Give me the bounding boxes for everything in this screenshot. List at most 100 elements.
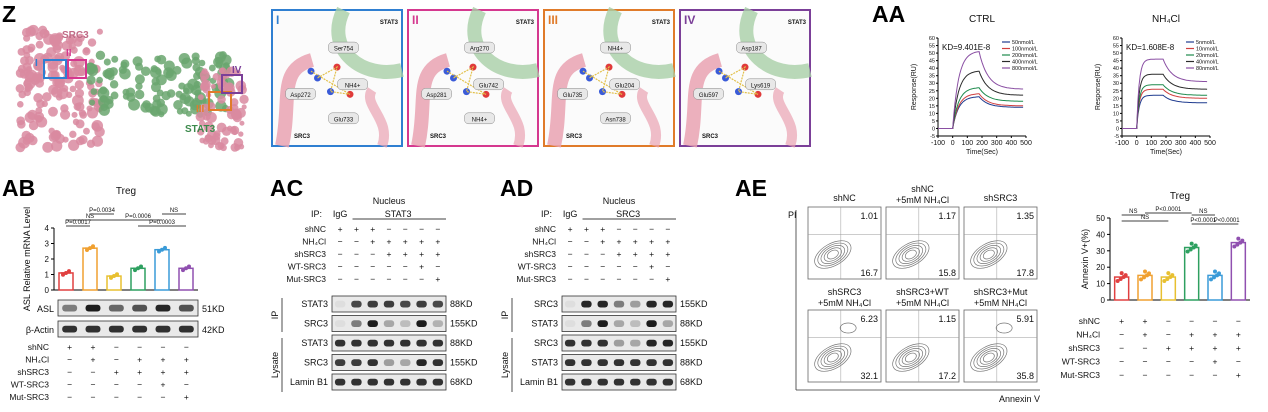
ac-row-2-band: [334, 339, 346, 347]
inset-chain-bottom: SRC3: [702, 134, 719, 140]
condition-sign: +: [137, 355, 142, 365]
inset-numeral: IV: [684, 13, 695, 27]
ad-blot-label: STAT3: [531, 358, 558, 368]
condition-sign: −: [161, 392, 166, 402]
condition-label: Mut-SRC3: [516, 274, 556, 284]
ae-data-point: [1193, 243, 1198, 248]
y-tick-label: 55: [1113, 44, 1119, 50]
ac-header: Nucleus: [373, 196, 406, 206]
ab-data-point: [61, 272, 65, 277]
condition-sign: −: [584, 249, 589, 259]
y-tick-label: -5: [930, 134, 935, 140]
condition-sign: −: [1236, 357, 1241, 367]
condition-sign: +: [600, 237, 605, 247]
condition-sign: +: [114, 367, 119, 377]
spr-title: NH₄Cl: [1152, 14, 1180, 25]
condition-sign: +: [435, 274, 440, 284]
contour-line: [817, 345, 849, 370]
panel-label-ad: AD: [500, 175, 533, 201]
stat3-helix: [111, 55, 119, 63]
ad-row-0-band: [646, 300, 657, 308]
src3-ribbon: [365, 87, 389, 148]
ab-blot-kd: 51KD: [202, 304, 225, 314]
ad-row-4-band: [613, 378, 625, 386]
ab-y-tick-label: 4: [45, 224, 50, 233]
ad-row-0-band: [662, 300, 674, 308]
y-tick-label: 60: [1113, 36, 1119, 42]
ae-pvalue: P<0.0001: [1190, 218, 1217, 224]
ab-data-point: [64, 270, 68, 275]
ae-bar: [1183, 246, 1200, 301]
flow-plot-frame: [963, 309, 1038, 383]
condition-sign: −: [354, 262, 359, 272]
ac-row-2-band: [432, 339, 444, 347]
y-tick-label: 40: [929, 66, 935, 72]
ad-lysate-group: Lysate: [500, 352, 510, 378]
x-tick-label: -100: [1115, 140, 1129, 147]
condition-sign: +: [568, 224, 573, 234]
condition-sign: +: [1189, 330, 1194, 340]
condition-sign: −: [1143, 370, 1148, 380]
y-tick-label: 0: [1116, 126, 1119, 132]
residue-tag: [609, 78, 640, 91]
ab-data-point: [67, 269, 71, 274]
src3-coil: [25, 26, 36, 37]
condition-sign: −: [568, 262, 573, 272]
ac-row-4-band: [416, 378, 427, 386]
ad-ip-target: SRC3: [616, 209, 640, 219]
condition-label: Mut-SRC3: [1060, 370, 1100, 380]
ac-row-4-band: [367, 378, 378, 386]
ad-row-1-membrane: [561, 315, 677, 332]
condition-sign: −: [354, 237, 359, 247]
stat3-helix: [158, 111, 165, 118]
ad-ip-group: IP: [500, 311, 510, 320]
ad-row-4-band: [646, 378, 657, 386]
ab-asl-membrane: [57, 299, 199, 317]
condition-label: shNC: [28, 342, 49, 352]
src3-coil: [53, 130, 61, 138]
y-tick-label: 15: [1113, 104, 1119, 110]
stat3-helix: [173, 100, 183, 110]
ab-data-point: [139, 264, 143, 269]
contour-line: [901, 350, 920, 365]
contour-line: [823, 350, 842, 365]
ad-row-1-band: [662, 320, 674, 328]
contour-line: [970, 240, 1008, 269]
stat3-helix: [135, 82, 143, 90]
condition-sign: +: [1213, 330, 1218, 340]
spr-series-line: [938, 96, 1024, 129]
condition-sign: −: [184, 380, 189, 390]
ab-blot-label: ASL: [37, 304, 54, 314]
ac-row-2-band: [367, 339, 378, 347]
stat3-ribbon: [331, 6, 404, 79]
ab-data-point: [109, 275, 113, 280]
contour-line: [973, 242, 1005, 267]
atom-sphere: [463, 88, 470, 96]
residue-tag: [600, 41, 631, 54]
ab-data-point: [181, 268, 185, 273]
ab-pvalue: P=0.0003: [149, 220, 176, 226]
ac-blot-kd: 88KD: [450, 299, 473, 309]
spr-ylabel: Response(RU): [911, 64, 918, 110]
inset-numeral: I: [276, 13, 279, 27]
condition-sign: −: [114, 355, 119, 365]
stat3-helix: [86, 64, 99, 77]
condition-sign: +: [1143, 330, 1148, 340]
condition-sign: −: [338, 237, 343, 247]
flow-plot-title: shSRC3: [984, 193, 1018, 203]
h-bond: [582, 65, 623, 95]
residue-tag: [473, 78, 504, 91]
src3-coil: [86, 105, 93, 112]
ad-row-2-band: [662, 339, 674, 347]
region-box-iii: [208, 91, 232, 111]
src3-coil: [33, 53, 46, 65]
ab-bar: [82, 247, 98, 291]
ae-pvalue: NS: [1199, 209, 1207, 215]
condition-sign: −: [617, 262, 622, 272]
ab-actin-band: [178, 325, 194, 333]
stat3-helix: [150, 65, 158, 73]
panel-label-aa: AA: [872, 1, 905, 27]
legend-label: 100nmol/L: [1012, 47, 1038, 53]
